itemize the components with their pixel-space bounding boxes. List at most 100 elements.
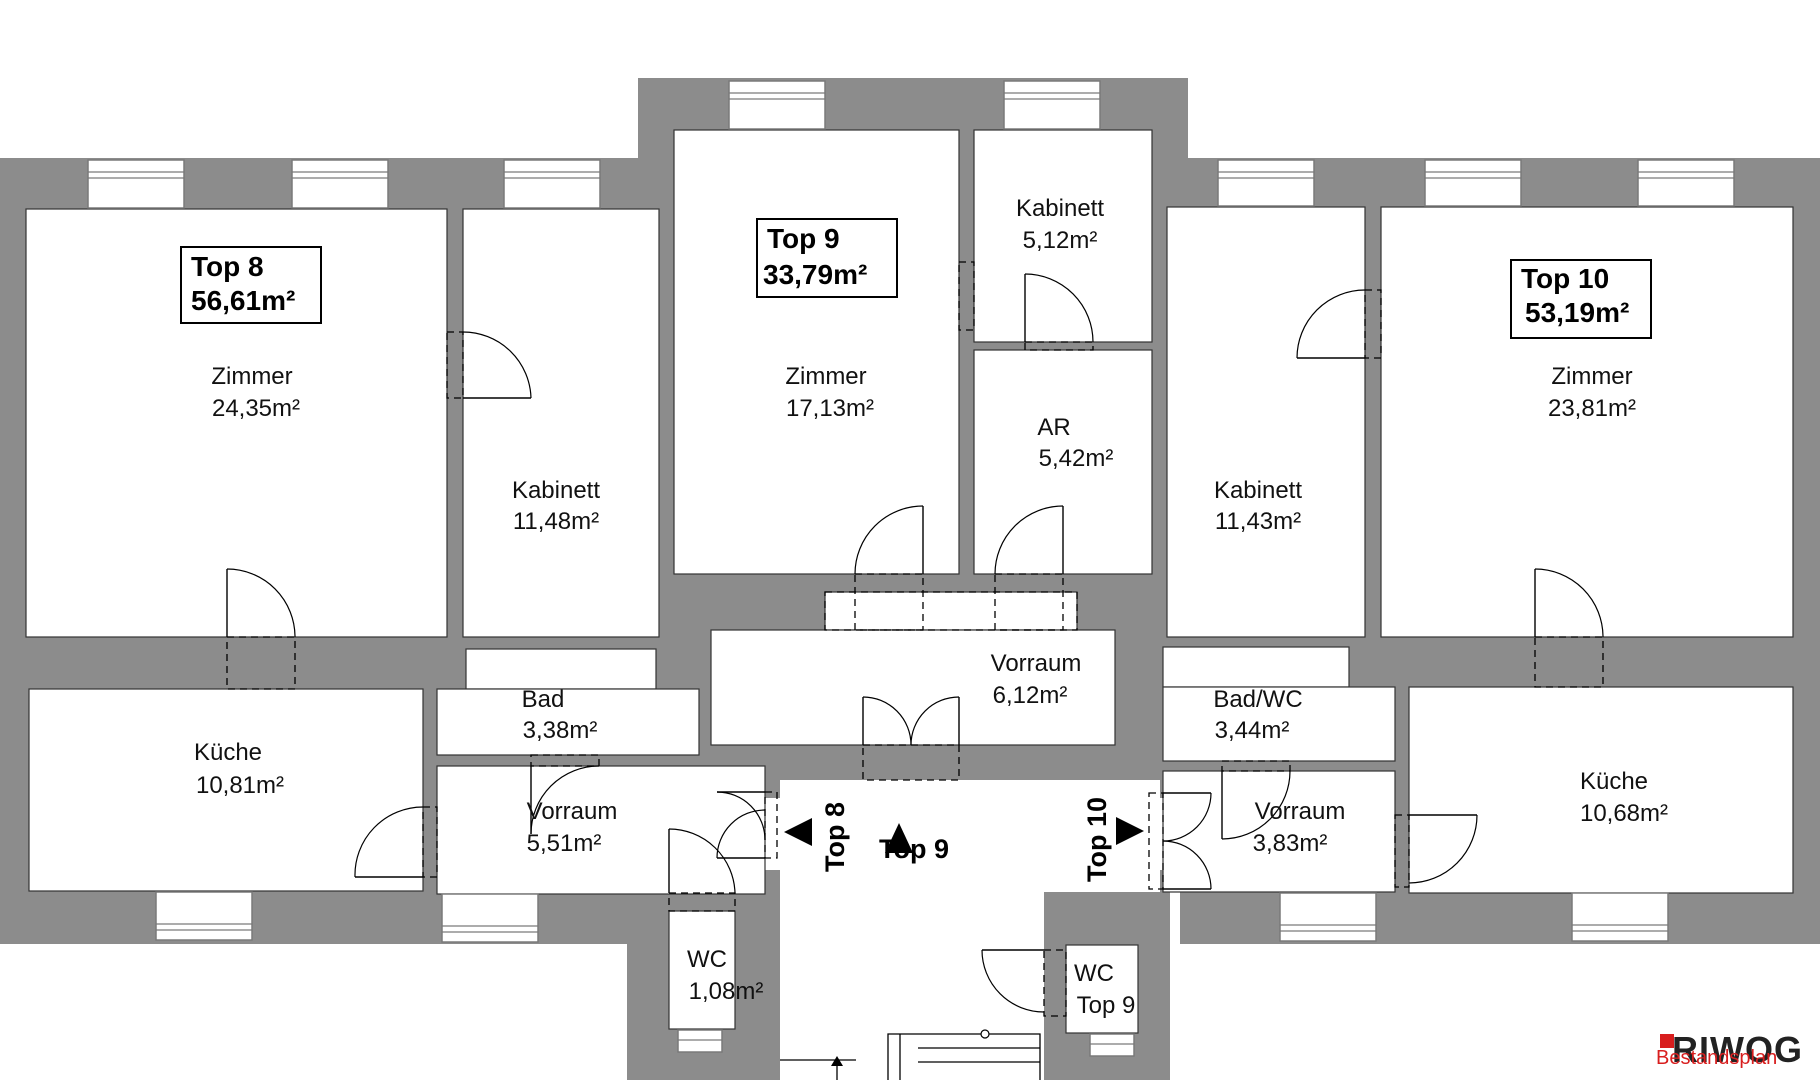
room-kabinett-top9: [973, 129, 1153, 343]
room-area-label: 3,44m²: [1215, 717, 1290, 744]
stair-hall: [780, 780, 1160, 1080]
corridor-label-top10: Top 10: [1082, 797, 1112, 882]
room-vorraum-top10: [1162, 770, 1396, 893]
door: [354, 806, 424, 878]
window: [503, 159, 601, 209]
room-name-label: Kabinett: [1214, 477, 1302, 504]
room-kabinett-top10: [1166, 206, 1366, 638]
room-name-label: Kabinett: [1016, 195, 1104, 222]
brand: RIWOG Bestandsplan: [1656, 1029, 1803, 1070]
room-area-label: Top 9: [1077, 992, 1136, 1019]
window: [1637, 159, 1735, 207]
door: [1534, 568, 1604, 638]
room-name-label: Zimmer: [211, 363, 292, 390]
corridor-labels: Top 8 Top 9 Top 10: [820, 797, 1112, 882]
room-area-label: 1,08m²: [689, 978, 764, 1005]
room-area-label: 10,81m²: [196, 772, 284, 799]
room-area-label: 5,12m²: [1023, 227, 1098, 254]
room-name-label: Zimmer: [785, 363, 866, 390]
door: [862, 696, 960, 746]
room-area-label: 11,48m²: [513, 508, 599, 535]
door: [1162, 792, 1212, 890]
door: [1408, 814, 1478, 884]
brand-logo-text: RIWOG: [1672, 1029, 1803, 1070]
window: [728, 80, 826, 130]
window: [1089, 1033, 1135, 1057]
unit-label-top8: Top 8: [191, 251, 264, 282]
door: [1221, 770, 1291, 840]
room-area-label: 10,68m²: [1580, 800, 1668, 827]
window: [1424, 159, 1522, 207]
room-name-label: Vorraum: [991, 650, 1082, 677]
room-wc-top9: [1065, 944, 1139, 1034]
window: [677, 1029, 723, 1053]
room-name-label: WC: [1074, 960, 1114, 987]
brand-logo-mark: [1660, 1034, 1674, 1048]
window: [1217, 159, 1315, 207]
room-name-label: Bad/WC: [1213, 686, 1302, 713]
room-name-label: AR: [1037, 414, 1070, 441]
room-area-label: 6,12m²: [993, 682, 1068, 709]
rooms: [25, 129, 1794, 1080]
room-area-label: 3,38m²: [523, 717, 598, 744]
entry-arrow-top9: [885, 823, 913, 853]
door: [462, 331, 532, 399]
entry-arrow-top8: [784, 818, 812, 846]
unit-label-top9: Top 9: [767, 223, 840, 254]
unit-area-top8: 56,61m²: [191, 285, 295, 316]
room-area-label: 5,42m²: [1039, 445, 1114, 472]
room-name-label: Vorraum: [527, 798, 618, 825]
window: [1003, 80, 1101, 130]
window: [441, 893, 539, 943]
unit-area-top9: 33,79m²: [763, 259, 867, 290]
room-badwc-top10-upper: [1162, 646, 1350, 688]
room-name-label: WC: [687, 946, 727, 973]
unit-labels: Top 8 56,61m² Top 9 33,79m² Top 10 53,19…: [180, 218, 1652, 339]
room-name-label: Vorraum: [1255, 798, 1346, 825]
room-vorraum-top9: [710, 629, 1116, 746]
unit-box-top8: [180, 246, 322, 324]
corridor-label-top9: Top 9: [879, 834, 949, 864]
door: [1024, 273, 1094, 343]
room-area-label: 5,51m²: [527, 830, 602, 857]
room-area-label: 24,35m²: [212, 395, 300, 422]
room-vorraum-top8: [436, 765, 766, 895]
room-labels: Zimmer 24,35m² Kabinett 11,48m² Zimmer 1…: [194, 195, 1668, 1019]
room-bad-top8-upper: [465, 648, 657, 690]
room-name-label: Bad: [522, 686, 565, 713]
windows: [87, 80, 1735, 1057]
unit-box-top10: [1510, 259, 1652, 339]
doors: [226, 273, 1604, 1013]
unit-area-top10: 53,19m²: [1525, 297, 1629, 328]
room-vorraum-top9-upper: [824, 591, 1078, 631]
door: [530, 765, 600, 835]
corridor-label-top8: Top 8: [820, 802, 850, 872]
room-area-label: 11,43m²: [1215, 508, 1301, 535]
room-area-label: 3,83m²: [1253, 830, 1328, 857]
staircase: [780, 1029, 1041, 1080]
room-name-label: Küche: [194, 739, 262, 766]
window: [1571, 892, 1669, 942]
window: [291, 159, 389, 209]
room-area-label: 23,81m²: [1548, 395, 1636, 422]
door: [994, 505, 1064, 575]
door: [668, 828, 736, 894]
room-badwc-top10: [1162, 686, 1396, 762]
door: [716, 791, 766, 859]
room-wc-top8: [668, 910, 736, 1030]
door: [1296, 289, 1366, 359]
door: [226, 568, 296, 638]
entry-arrows: [784, 817, 1144, 853]
window: [155, 891, 253, 941]
room-bad-top8: [436, 688, 700, 756]
window: [87, 159, 185, 209]
door: [854, 505, 924, 575]
entry-arrow-top10: [1116, 817, 1144, 845]
room-name-label: Zimmer: [1551, 363, 1632, 390]
window: [1279, 892, 1377, 942]
plan-status-label: Bestandsplan: [1656, 1047, 1777, 1069]
room-zimmer-top9: [673, 129, 960, 575]
unit-box-top9: [756, 218, 898, 298]
